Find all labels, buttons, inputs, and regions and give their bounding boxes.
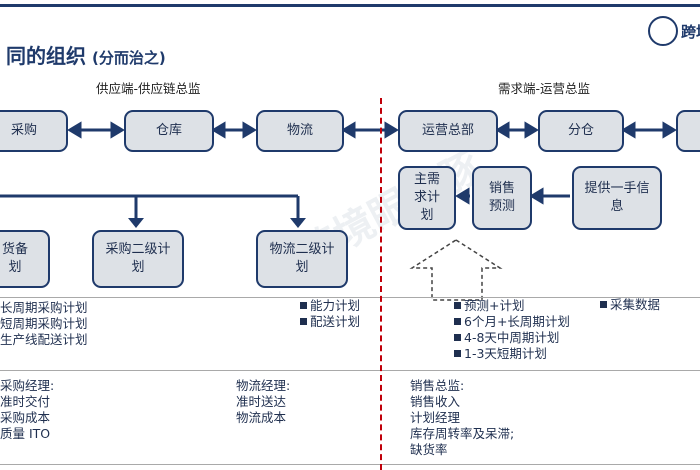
plan-capacity: 能力计划 [300,298,360,314]
kpi-on-time-arrival: 准时送达 [236,394,287,409]
plan-short-purchase: 短周期采购计划 [0,316,88,331]
box-purchase-l2-plan: 采购二级计 划 [92,230,184,288]
box-procurement: 采购 [0,110,68,152]
box-logistics-l2-plan: 物流二级计 划 [256,230,348,288]
arrow-down-logistics [290,218,306,228]
collect-data: 采集数据 [600,297,660,313]
kpi-sales-revenue: 销售收入 [410,394,461,409]
separator-1 [0,297,700,298]
plan-6-month: 6个月+长周期计划 [454,314,570,330]
plan-4-8-day: 4-8天中周期计划 [454,330,559,346]
kpi-logistics-manager: 物流经理: [236,378,291,393]
kpi-stockout-rate: 缺货率 [410,442,448,457]
kpi-purchase-cost: 采购成本 [0,410,51,425]
kpi-purchase-manager: 采购经理: [0,378,55,393]
box-stock-plan: 货备 划 [0,230,50,288]
brand-logo: 跨境 [648,16,700,50]
kpi-quality-ito: 质量 ITO [0,426,51,441]
kpi-plan-manager: 计划经理 [410,410,461,425]
globe-logo-icon [648,16,678,46]
title-main: 同的组织 [6,44,86,68]
kpi-logistics-cost: 物流成本 [236,410,287,425]
plan-forecast: 预测+计划 [454,298,524,314]
kpi-sales-director: 销售总监: [410,378,465,393]
plan-1-3-day: 1-3天短期计划 [454,346,547,362]
box-sales-forecast: 销售 预测 [472,166,532,230]
page-title: 同的组织 (分而治之) [6,40,166,69]
plan-distribution: 配送计划 [300,314,360,330]
plan-long-purchase: 长周期采购计划 [0,300,88,315]
title-sub: (分而治之) [92,49,166,67]
separator-3 [0,464,700,465]
box-ops-hq: 运营总部 [398,110,498,152]
box-first-hand-info: 提供一手信 息 [572,166,662,230]
logo-text: 跨境 [681,23,700,41]
big-up-arrow-icon [409,239,503,301]
arrow-down-purchase [128,218,144,228]
supply-demand-divider [380,98,382,470]
plan-line-delivery: 生产线配送计划 [0,332,88,347]
demand-header: 需求端-运营总监 [498,81,591,96]
kpi-inventory-turnover: 库存周转率及呆滞; [410,426,515,441]
box-master-demand-plan: 主需 求计 划 [398,166,456,230]
separator-2 [0,370,700,371]
top-rule [0,4,700,7]
box-sub-warehouse: 分仓 [538,110,624,152]
box-logistics: 物流 [256,110,344,152]
box-warehouse: 仓库 [124,110,214,152]
supply-header: 供应端-供应链总监 [96,81,201,96]
kpi-on-time-delivery: 准时交付 [0,394,51,409]
box-cut-right [676,110,700,152]
